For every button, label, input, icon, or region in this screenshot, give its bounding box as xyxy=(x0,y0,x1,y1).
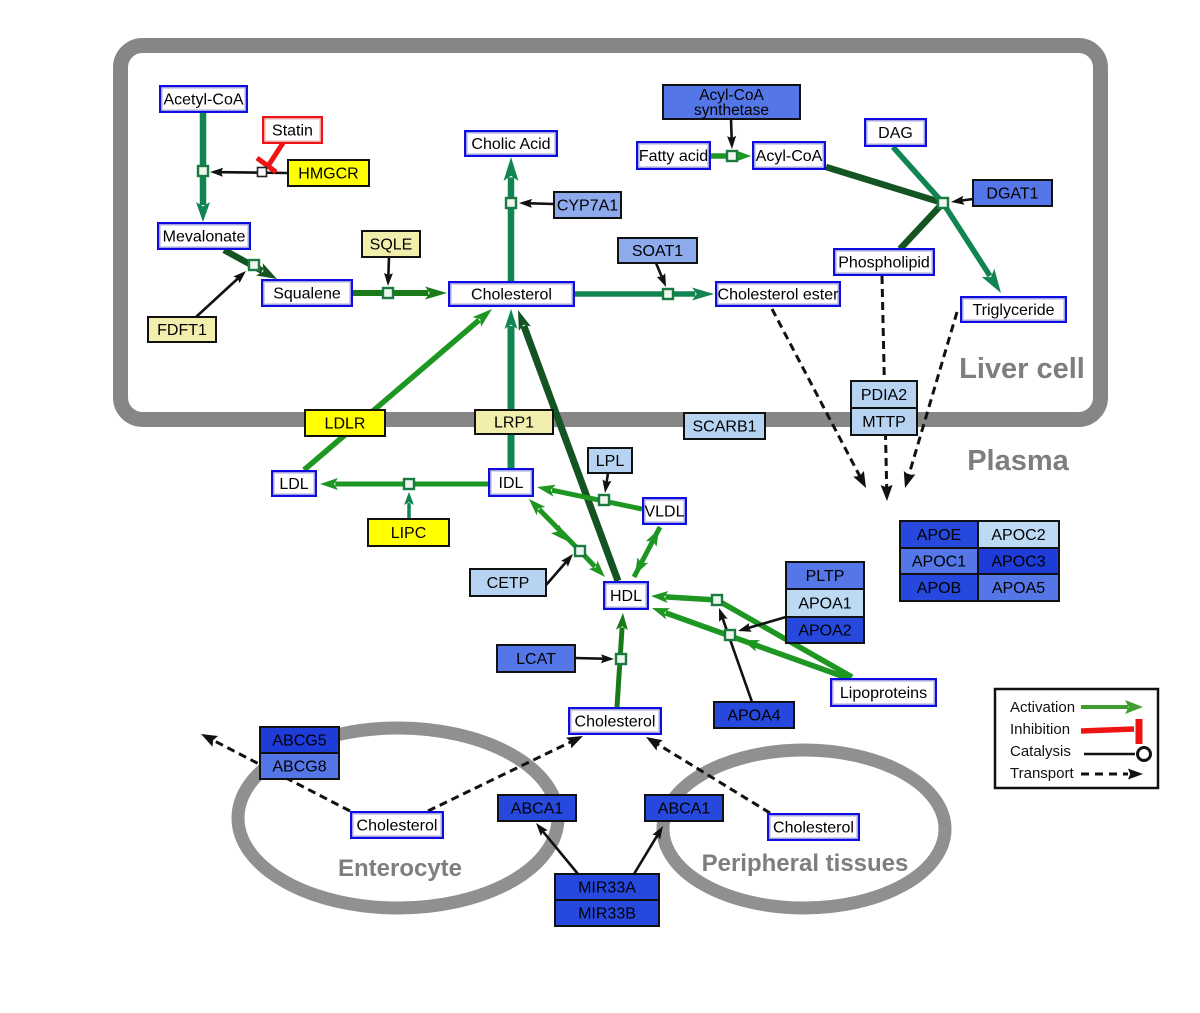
svg-text:LDLR: LDLR xyxy=(325,416,366,433)
svg-text:SQLE: SQLE xyxy=(370,237,413,254)
svg-text:FDFT1: FDFT1 xyxy=(157,322,207,339)
svg-text:Triglyceride: Triglyceride xyxy=(972,302,1054,319)
svg-text:ABCA1: ABCA1 xyxy=(658,801,711,818)
svg-text:LIPC: LIPC xyxy=(391,525,427,542)
svg-text:APOA4: APOA4 xyxy=(727,708,780,725)
svg-text:SOAT1: SOAT1 xyxy=(632,243,683,260)
svg-text:PDIA2: PDIA2 xyxy=(861,387,907,404)
svg-text:Lipoproteins: Lipoproteins xyxy=(840,685,927,702)
svg-text:ABCG5: ABCG5 xyxy=(272,733,326,750)
svg-text:Cholesterol ester: Cholesterol ester xyxy=(718,287,840,304)
svg-text:APOA5: APOA5 xyxy=(992,580,1045,597)
svg-text:Liver cell: Liver cell xyxy=(959,353,1085,385)
svg-text:APOC2: APOC2 xyxy=(991,527,1045,544)
svg-text:Enterocyte: Enterocyte xyxy=(338,855,462,882)
svg-text:Fatty acid: Fatty acid xyxy=(639,148,708,165)
svg-text:Activation: Activation xyxy=(1010,699,1075,716)
svg-text:APOC1: APOC1 xyxy=(912,554,966,571)
svg-text:Mevalonate: Mevalonate xyxy=(163,229,246,246)
svg-text:Plasma: Plasma xyxy=(967,445,1069,477)
svg-text:Catalysis: Catalysis xyxy=(1010,743,1071,760)
svg-text:Cholic Acid: Cholic Acid xyxy=(471,136,550,153)
svg-text:APOA1: APOA1 xyxy=(798,596,851,613)
svg-text:ABCG8: ABCG8 xyxy=(272,759,326,776)
svg-text:LPL: LPL xyxy=(596,453,625,470)
svg-text:MTTP: MTTP xyxy=(862,414,906,431)
svg-text:IDL: IDL xyxy=(499,475,524,492)
svg-text:Cholesterol: Cholesterol xyxy=(357,818,438,835)
svg-text:CYP7A1: CYP7A1 xyxy=(557,198,618,215)
svg-text:APOB: APOB xyxy=(917,580,961,597)
svg-text:Squalene: Squalene xyxy=(273,286,341,303)
svg-text:APOC3: APOC3 xyxy=(991,554,1045,571)
svg-text:Cholesterol: Cholesterol xyxy=(773,820,854,837)
svg-text:DGAT1: DGAT1 xyxy=(986,186,1038,203)
svg-text:Acyl-CoA: Acyl-CoA xyxy=(756,148,823,165)
svg-text:APOA2: APOA2 xyxy=(798,623,851,640)
svg-text:Acetyl-CoA: Acetyl-CoA xyxy=(163,92,243,109)
svg-text:VLDL: VLDL xyxy=(644,504,684,521)
svg-text:MIR33A: MIR33A xyxy=(578,880,636,897)
svg-text:LCAT: LCAT xyxy=(516,651,556,668)
svg-text:Peripheral tissues: Peripheral tissues xyxy=(702,850,909,877)
svg-text:LDL: LDL xyxy=(279,476,308,493)
svg-text:Cholesterol: Cholesterol xyxy=(471,287,552,304)
svg-text:HMGCR: HMGCR xyxy=(298,166,358,183)
svg-text:PLTP: PLTP xyxy=(806,568,845,585)
svg-text:LRP1: LRP1 xyxy=(494,415,534,432)
svg-text:APOE: APOE xyxy=(917,527,961,544)
svg-text:DAG: DAG xyxy=(878,125,913,142)
svg-text:Transport: Transport xyxy=(1010,765,1074,782)
svg-text:ABCA1: ABCA1 xyxy=(511,801,564,818)
svg-text:synthetase: synthetase xyxy=(694,102,769,119)
svg-text:Inhibition: Inhibition xyxy=(1010,721,1070,738)
svg-text:HDL: HDL xyxy=(610,588,642,605)
svg-text:Acyl-CoA: Acyl-CoA xyxy=(699,87,764,104)
svg-text:SCARB1: SCARB1 xyxy=(692,419,756,436)
svg-text:CETP: CETP xyxy=(487,575,530,592)
svg-text:MIR33B: MIR33B xyxy=(578,906,636,923)
svg-text:Cholesterol: Cholesterol xyxy=(575,714,656,731)
svg-text:Phospholipid: Phospholipid xyxy=(838,255,930,272)
svg-text:Statin: Statin xyxy=(272,123,313,140)
